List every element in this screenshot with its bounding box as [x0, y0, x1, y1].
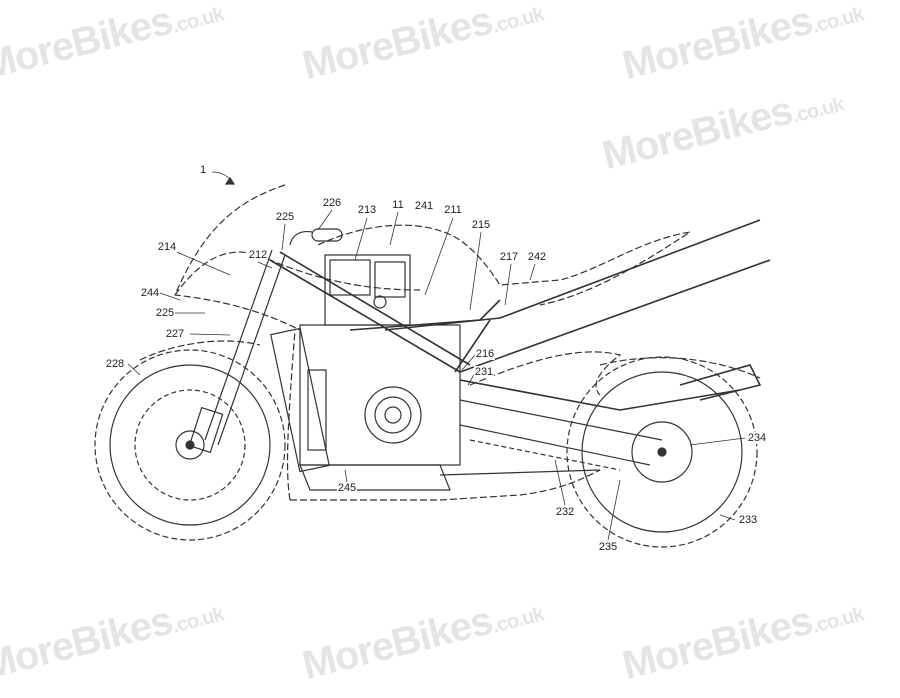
ref-214: 214: [156, 241, 178, 253]
ref-233: 233: [737, 514, 759, 526]
ref-244: 244: [139, 287, 161, 299]
ref-234: 234: [746, 432, 768, 444]
leader-lines: [127, 171, 746, 541]
ref-245: 245: [336, 482, 358, 494]
engine: [270, 254, 461, 491]
ref-227: 227: [164, 328, 186, 340]
ref-235: 235: [597, 541, 619, 553]
swingarm: [439, 399, 663, 476]
rear-wheel: [566, 356, 758, 548]
ref-242: 242: [526, 251, 548, 263]
ref-232: 232: [554, 506, 576, 518]
ref-217: 217: [498, 251, 520, 263]
ref-215: 215: [470, 219, 492, 231]
arrow-icon: [224, 176, 236, 185]
ref-211: 211: [443, 204, 463, 216]
ref-241: 241: [413, 200, 435, 212]
ref-228: 228: [104, 358, 126, 370]
front-fork: [188, 249, 286, 454]
ref-213: 213: [356, 204, 378, 216]
ref-1: 1: [198, 164, 208, 176]
ref-226: 226: [321, 197, 343, 209]
frame: [269, 219, 771, 411]
bodywork: [139, 184, 761, 501]
mirror: [289, 228, 343, 246]
ref-225-top: 225: [274, 211, 296, 223]
ref-11: 11: [391, 199, 405, 211]
ref-225-mid: 225: [154, 307, 176, 319]
ref-212: 212: [247, 249, 269, 261]
ref-231: 231: [473, 366, 495, 378]
ref-216: 216: [474, 348, 496, 360]
